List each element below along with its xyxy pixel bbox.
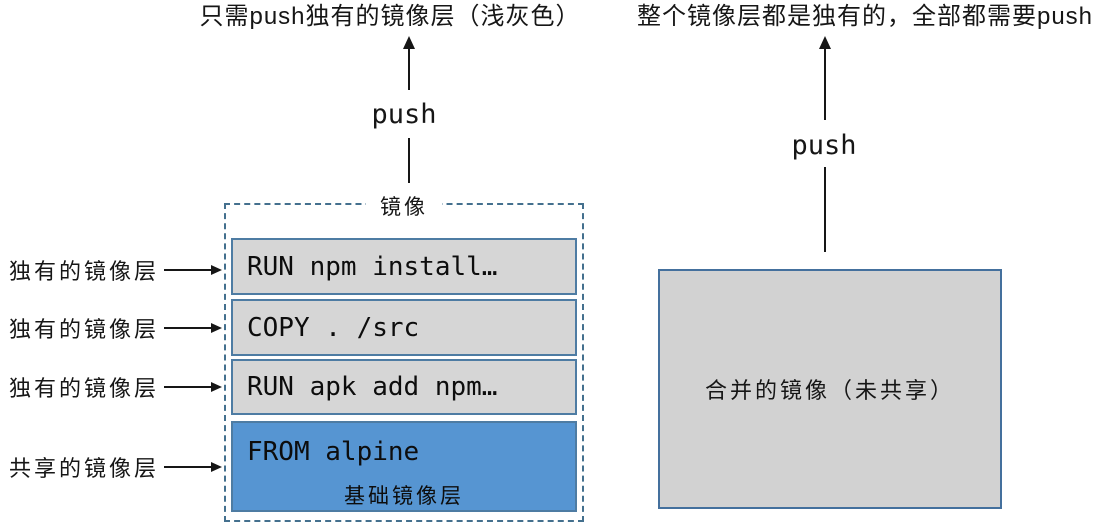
left-push-label: push <box>371 99 437 130</box>
image-container: 镜像 RUN npm install… COPY . /src RUN apk … <box>224 191 584 522</box>
merged-image-box: 合并的镜像（未共享） <box>658 269 1002 509</box>
row-label-text: 独有的镜像层 <box>8 259 159 284</box>
layer-from-alpine: FROM alpine 基础镜像层 <box>231 421 577 512</box>
right-arrow-up-icon <box>819 36 831 49</box>
arrow-line <box>164 327 211 329</box>
row-label-unique-layer-3: 独有的镜像层 <box>9 373 222 401</box>
layer-run-apk-add: RUN apk add npm… <box>231 359 577 415</box>
layer-copy-src: COPY . /src <box>231 299 577 356</box>
row-label-text: 独有的镜像层 <box>8 376 159 401</box>
arrow-right-icon <box>211 323 222 333</box>
left-arrow-tail <box>408 138 410 183</box>
arrow-line <box>164 386 211 388</box>
base-layer-label: 基础镜像层 <box>344 485 464 508</box>
arrow-right-icon <box>211 462 222 472</box>
arrow-right-icon <box>211 382 222 392</box>
right-push-label: push <box>791 130 857 161</box>
left-arrow-up-icon <box>403 36 415 49</box>
row-label-unique-layer-2: 独有的镜像层 <box>9 314 222 342</box>
arrow-right-icon <box>211 265 222 275</box>
row-label-unique-layer-1: 独有的镜像层 <box>9 256 222 284</box>
arrow-line <box>164 269 211 271</box>
right-arrow-tail <box>824 167 826 252</box>
arrow-line <box>164 466 211 468</box>
image-title: 镜像 <box>366 191 442 221</box>
base-layer-command: FROM alpine <box>247 437 420 467</box>
row-label-text: 独有的镜像层 <box>8 317 159 342</box>
merged-image-label: 合并的镜像（未共享） <box>704 378 955 403</box>
left-caption: 只需push独有的镜像层（浅灰色） <box>199 3 581 30</box>
layer-run-npm-install: RUN npm install… <box>231 238 577 295</box>
right-arrow-shaft <box>824 47 826 120</box>
row-label-text: 共享的镜像层 <box>8 456 159 481</box>
row-label-shared-layer: 共享的镜像层 <box>9 453 222 481</box>
right-caption: 整个镜像层都是独有的，全部都需要push <box>636 3 1094 30</box>
left-arrow-shaft <box>408 47 410 90</box>
